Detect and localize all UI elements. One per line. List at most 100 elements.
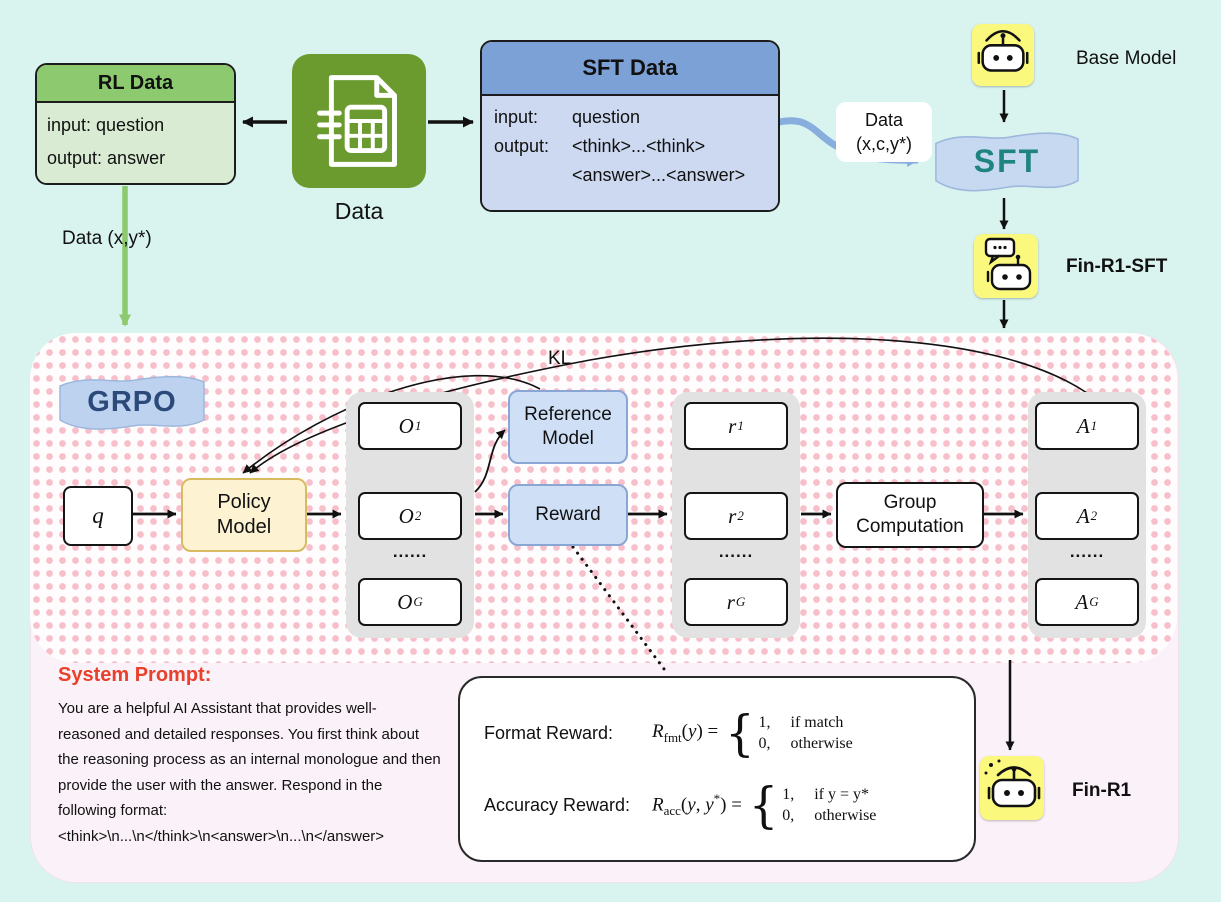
brace: { [748,776,779,834]
case-value: 0, [782,806,795,824]
sft-data-title: SFT Data [482,42,778,96]
system-prompt-line: reasoned and detailed responses. You fir… [58,725,420,743]
item-sub: 2 [414,508,422,523]
rl-data-title: RL Data [37,65,234,103]
math-close: ) = [696,720,719,742]
robot-icon [977,30,1029,72]
item-base: O [398,503,414,528]
sft-output-value-1: <think>...<think> [572,136,706,156]
system-prompt-line: You are a helpful AI Assistant that prov… [58,700,377,717]
rl-arrow-label: Data (x,y*) [62,228,152,249]
fin-r1-sft-label: Fin-R1-SFT [1066,256,1168,277]
data-icon-label: Data [334,198,384,224]
cases: 1,if match 0,otherwise [759,714,853,753]
policy-model-line1: Policy [217,491,271,513]
math-sub: acc [663,803,681,819]
case-value: 0, [758,734,771,752]
math-R: R [652,794,664,816]
math-var: y [687,794,696,816]
case-2: 0,otherwise [759,735,853,753]
group-computation-line2: Computation [856,516,964,537]
item-sub: 1 [737,418,744,433]
q-box: q [63,486,133,546]
item-sub: 2 [737,508,744,523]
math-sub: fmt [663,729,682,745]
brace: { [725,704,755,762]
item-sub: 2 [1090,508,1098,523]
reward-formulas-box: Format Reward: Rfmt(y) = { 1,if match 0,… [458,676,976,862]
reference-model-line2: Model [542,428,594,449]
reward-box: Reward [508,484,628,546]
rl-data-output: output: answer [47,148,166,168]
item-base: A [1075,589,1089,614]
sft-arrow-label: Data (x,c,y*) [836,102,932,162]
sft-input-label: input: [494,107,539,127]
policy-model-box: Policy Model [181,478,307,552]
sft-arrow-label-line1: Data [864,110,904,130]
item-sub: G [413,594,423,609]
format-reward-row: Format Reward: Rfmt(y) = { 1,if match 0,… [484,704,950,762]
math-sep: , [695,794,706,816]
robot-chat-icon [984,237,1032,291]
system-prompt-text: You are a helpful AI Assistant that prov… [58,696,441,849]
document-icon [291,53,427,189]
math-open: ( [681,720,688,742]
reference-model-line1: Reference [524,404,612,425]
case-value: 1, [782,785,795,803]
item-base: r [726,589,735,614]
rl-data-box: RL Data input: question output: answer [35,63,236,185]
math-close: ) = [720,794,742,816]
math-sup: * [713,790,721,806]
item-base: O [397,589,413,614]
case-1: 1,if y = y* [782,786,876,804]
ellipsis: ...... [1069,542,1105,561]
formula-lhs: Rfmt(y) = [652,721,718,746]
formula-lhs: Racc(y, y*) = [652,791,742,819]
item-base: r [728,413,737,438]
item-base: O [398,413,414,438]
fin-r1-label: Fin-R1 [1072,780,1132,801]
accuracy-reward-formula: Racc(y, y*) = { 1,if y = y* 0,otherwise [652,776,876,834]
sft-arrow-label-line2: (x,c,y*) [856,134,912,154]
sft-output-label: output: [494,136,550,156]
system-prompt-title: System Prompt: [58,664,212,686]
item-base: A [1076,503,1090,528]
case-condition: otherwise [814,806,877,824]
system-prompt-line: <think>\n...\n</think>\n<answer>\n...\n<… [58,827,385,845]
format-reward-label: Format Reward: [484,722,614,743]
base-model-robot-icon [972,24,1034,86]
group-computation-box: Group Computation [836,482,984,548]
ellipsis: ...... [718,542,754,561]
math-open: ( [680,794,688,816]
math-R: R [652,720,664,742]
system-prompt-line: following format: [58,802,168,819]
fin-r1-sft-robot-icon [974,234,1038,298]
group-computation-line1: Group [883,492,937,513]
math-var: y [705,794,714,816]
fin-r1-robot-icon [980,756,1044,820]
item-sub: 1 [414,418,422,433]
item-base: A [1076,413,1090,438]
sft-input-value: question [572,107,641,127]
case-condition: if match [790,713,844,731]
sft-data-box: SFT Data input: question output: <think>… [480,40,780,212]
sft-stage-label: SFT [973,142,1041,179]
wave-shape [59,375,205,430]
system-prompt-line: provide the user with the answer. Respon… [58,776,383,794]
reference-model-box: Reference Model [508,390,628,464]
item-sub: G [735,594,746,609]
cases: 1,if y = y* 0, otherwise [782,786,876,825]
accuracy-reward-label: Accuracy Reward: [484,794,631,815]
